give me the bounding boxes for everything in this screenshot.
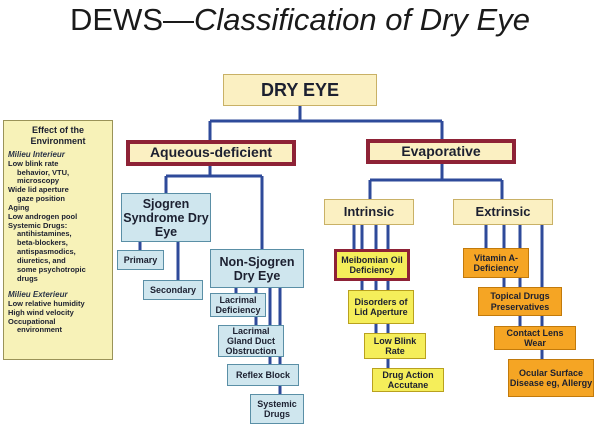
legend-item: Occupational — [8, 316, 56, 326]
legend-item: behavior, VTU, — [17, 167, 70, 177]
legend-item: drugs — [17, 273, 38, 283]
legend-item: Systemic Drugs: — [8, 220, 68, 230]
title-main: DEWS— — [70, 2, 195, 37]
legend-item: diuretics, and — [17, 255, 66, 265]
node-non-sjogren: Non-Sjogren Dry Eye — [210, 249, 304, 288]
legend-item: gaze position — [17, 194, 65, 204]
node-topical-drugs: Topical Drugs Preservatives — [478, 287, 562, 316]
legend-item: Low relative humidity — [8, 298, 85, 308]
legend-item: beta-blockers, — [17, 238, 68, 248]
node-evaporative: Evaporative — [366, 139, 516, 164]
legend-milieu-interieur: Milieu Interieur — [8, 150, 65, 160]
node-drug-action: Drug Action Accutane — [372, 368, 444, 392]
legend-item: antihistamines, — [17, 229, 72, 239]
node-dry-eye: DRY EYE — [223, 74, 377, 106]
node-intrinsic: Intrinsic — [324, 199, 414, 225]
legend-item: microscopy — [17, 176, 60, 186]
environment-legend: Effect of the Environment Milieu Interie… — [3, 120, 113, 360]
legend-item: some psychotropic — [17, 264, 86, 274]
node-lacrimal-duct-obstruction: Lacrimal Gland Duct Obstruction — [218, 325, 284, 357]
node-primary: Primary — [117, 250, 164, 270]
node-reflex-block: Reflex Block — [227, 364, 299, 386]
legend-item: antispasmodics, — [17, 247, 76, 257]
legend-item: environment — [17, 325, 63, 335]
node-extrinsic: Extrinsic — [453, 199, 553, 225]
node-systemic-drugs: Systemic Drugs — [250, 394, 304, 424]
legend-heading: Effect of the Environment — [30, 125, 86, 146]
node-meibomian-oil: Meibomian Oil Deficiency — [334, 249, 410, 281]
title-italic: Classification of Dry Eye — [194, 2, 530, 37]
legend-item: High wind velocity — [8, 307, 74, 317]
node-contact-lens: Contact Lens Wear — [494, 326, 576, 350]
node-ocular-surface: Ocular Surface Disease eg, Allergy — [508, 359, 594, 397]
node-aqueous-deficient: Aqueous-deficient — [126, 140, 296, 166]
legend-milieu-exterieur: Milieu Exterieur — [8, 290, 68, 300]
node-vitamin-a: Vitamin A-Deficiency — [463, 248, 529, 278]
legend-item: Aging — [8, 202, 30, 212]
legend-item: Wide lid aperture — [8, 185, 69, 195]
node-secondary: Secondary — [143, 280, 203, 300]
legend-item: Low blink rate — [8, 158, 59, 168]
node-low-blink-rate: Low Blink Rate — [364, 333, 426, 359]
node-sjogren-syndrome: Sjogren Syndrome Dry Eye — [121, 193, 211, 242]
slide-title: DEWS—Classification of Dry Eye — [0, 2, 600, 38]
legend-item: Low androgen pool — [8, 211, 78, 221]
node-lid-aperture: Disorders of Lid Aperture — [348, 290, 414, 324]
node-lacrimal-deficiency: Lacrimal Deficiency — [210, 293, 266, 317]
